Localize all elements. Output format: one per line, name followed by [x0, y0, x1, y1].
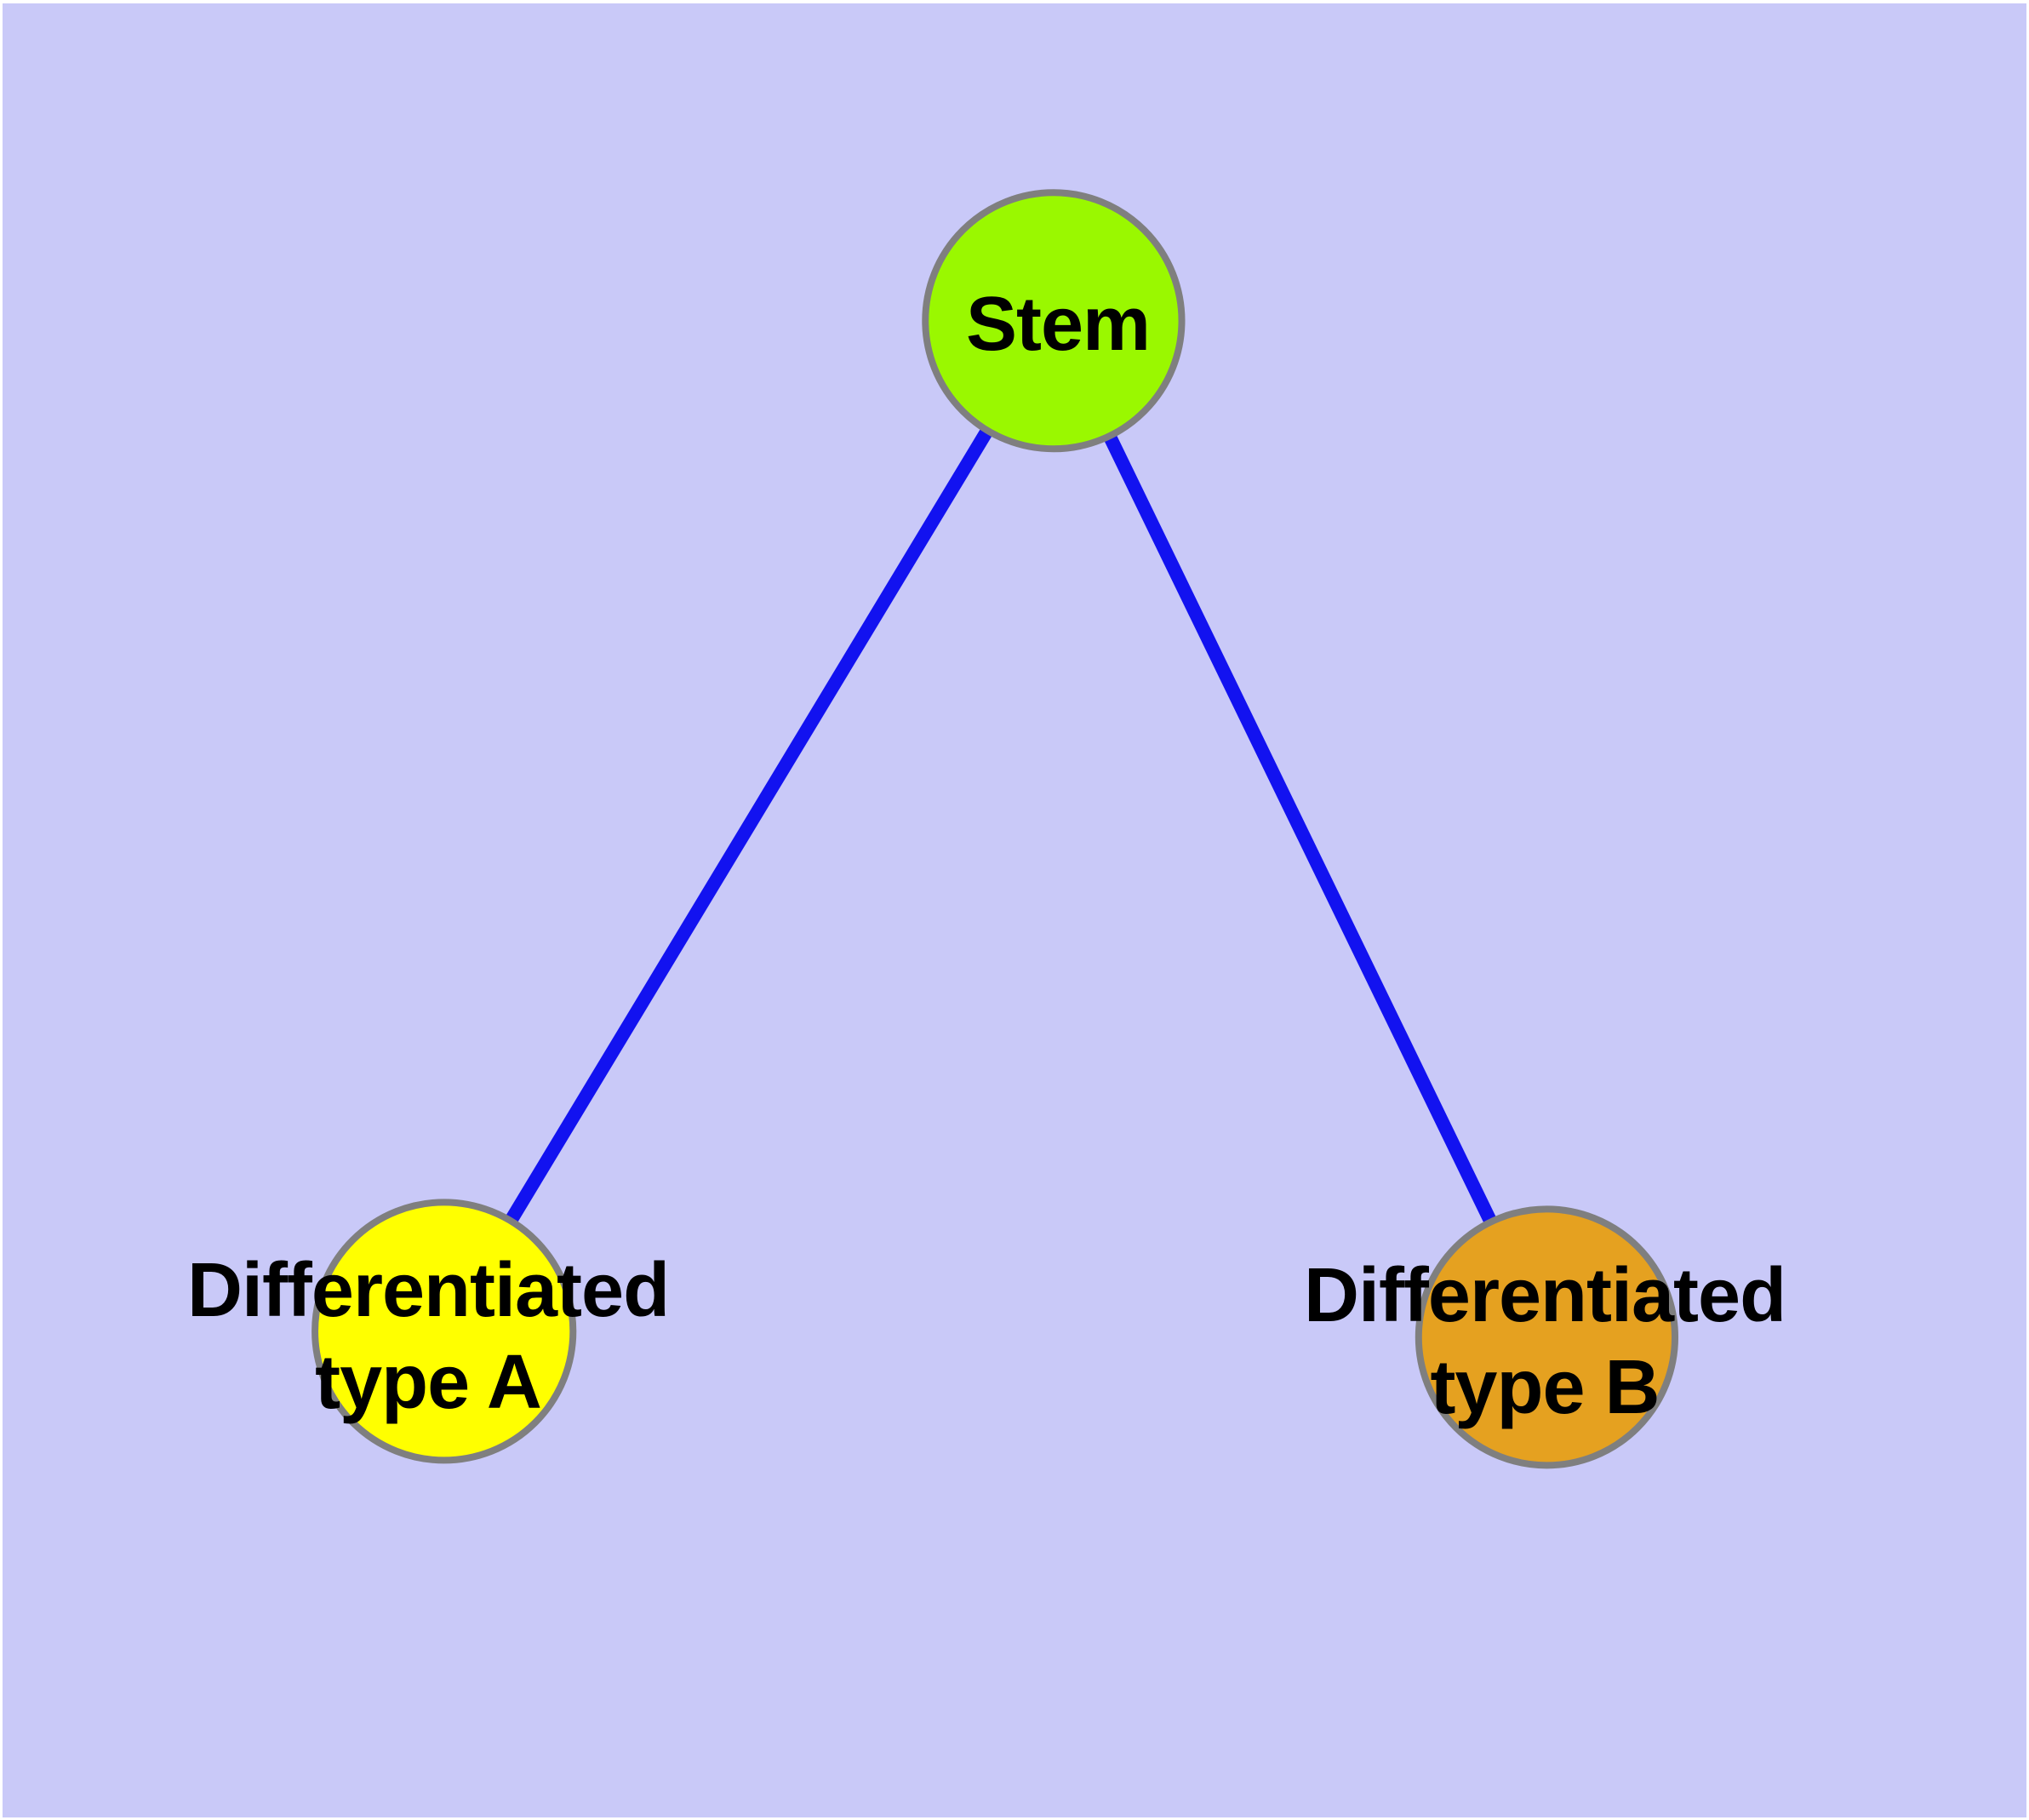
node-type-a-label: Differentiated type A — [186, 1245, 670, 1428]
node-label-line: type A — [315, 1340, 542, 1425]
graph-svg — [311, 189, 1679, 1469]
node-label-line: Differentiated — [186, 1248, 670, 1333]
node-stem-label: Stem — [965, 278, 1151, 370]
node-label-line: Stem — [965, 282, 1151, 367]
edge-stem-type-b[interactable] — [1047, 318, 1553, 1341]
node-type-b-label: Differentiated type B — [1304, 1250, 1786, 1434]
edge-stem-type-a[interactable] — [437, 317, 1060, 1335]
node-type-a-circle[interactable] — [311, 1199, 577, 1464]
node-stem-circle[interactable] — [922, 189, 1186, 453]
node-type-b-circle[interactable] — [1415, 1205, 1679, 1469]
node-label-line: type B — [1430, 1345, 1660, 1430]
graph-canvas: Stem Differentiated type A Differentiate… — [3, 3, 2026, 1817]
node-label-line: Differentiated — [1303, 1253, 1786, 1338]
